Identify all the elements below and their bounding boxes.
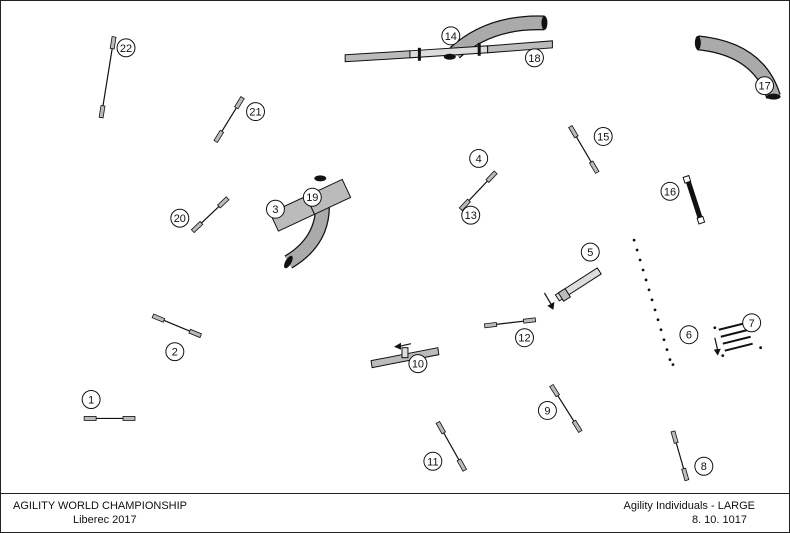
- obstacle-number-text: 19: [306, 192, 318, 204]
- obstacle-number-text: 21: [249, 107, 261, 119]
- obstacle-number-10: 10: [408, 354, 428, 374]
- event-name: AGILITY WORLD CHAMPIONSHIP: [13, 500, 187, 512]
- obstacle-number-text: 16: [664, 186, 676, 198]
- obstacle-number-2: 2: [165, 342, 185, 362]
- obstacle-number-text: 15: [597, 131, 609, 143]
- obstacle-number-13: 13: [461, 205, 481, 225]
- dogwalk-18: [344, 40, 553, 63]
- obstacle-number-text: 8: [701, 461, 707, 473]
- obstacle-number-5: 5: [580, 242, 600, 262]
- event-place: Liberec 2017: [73, 514, 137, 526]
- hurdle: [483, 317, 537, 329]
- obstacle-number-11: 11: [423, 451, 443, 471]
- obstacle-number-text: 1: [88, 394, 94, 406]
- obstacle-number-text: 7: [749, 318, 755, 330]
- obstacle-number-16: 16: [660, 181, 680, 201]
- hurdle: [549, 383, 583, 433]
- hurdle: [83, 416, 136, 421]
- obstacle-number-15: 15: [593, 127, 613, 146]
- hurdle: [190, 196, 230, 234]
- long-jump-7: [713, 318, 763, 358]
- class-name: Agility Individuals - LARGE: [623, 500, 755, 512]
- hurdles-layer: [83, 36, 690, 482]
- hurdle: [213, 96, 245, 144]
- obstacle-number-9: 9: [537, 400, 557, 420]
- seesaw-5: [543, 267, 602, 310]
- obstacle-number-17: 17: [755, 76, 775, 96]
- hurdle: [568, 124, 600, 174]
- obstacle-number-text: 5: [587, 247, 593, 259]
- obstacle-number-14: 14: [441, 26, 461, 46]
- obstacle-number-6: 6: [679, 325, 699, 345]
- obstacle-number-text: 11: [427, 456, 438, 468]
- obstacle-number-12: 12: [515, 328, 534, 348]
- obstacle-number-19: 19: [302, 187, 322, 207]
- obstacle-number-18: 18: [525, 48, 544, 68]
- obstacle-number-7: 7: [742, 313, 762, 333]
- obstacle-number-text: 18: [528, 53, 540, 65]
- obstacle-number-text: 2: [172, 347, 178, 359]
- obstacle-number-text: 17: [759, 81, 771, 93]
- hurdle: [151, 313, 203, 339]
- event-date: 8. 10. 1017: [691, 514, 747, 526]
- obstacle-number-4: 4: [469, 148, 489, 168]
- obstacle-number-text: 13: [465, 210, 477, 222]
- obstacle-number-3: 3: [265, 199, 285, 219]
- obstacle-number-8: 8: [694, 456, 714, 476]
- hurdle: [670, 430, 690, 482]
- obstacle-number-22: 22: [116, 38, 136, 58]
- obstacle-number-text: 22: [120, 43, 132, 55]
- obstacle-number-1: 1: [81, 390, 101, 409]
- obstacle-number-text: 10: [412, 359, 424, 371]
- seesaw-10: [370, 342, 440, 369]
- obstacle-number-text: 4: [476, 153, 482, 165]
- hurdle: [98, 36, 117, 119]
- obstacle-number-text: 6: [686, 330, 692, 342]
- obstacle-number-text: 20: [174, 213, 186, 225]
- hurdle: [435, 420, 468, 472]
- obstacle-number-20: 20: [170, 208, 190, 228]
- course-footer: AGILITY WORLD CHAMPIONSHIP Liberec 2017 …: [0, 493, 790, 533]
- obstacle-number-text: 12: [518, 333, 530, 345]
- weave-poles-6: [632, 238, 675, 367]
- obstacle-number-text: 14: [445, 31, 457, 43]
- hurdle: [458, 170, 498, 212]
- obstacle-number-text: 9: [544, 405, 550, 417]
- obstacle-number-21: 21: [246, 102, 265, 122]
- tyre-16: [682, 174, 706, 225]
- obstacle-number-text: 3: [272, 204, 278, 216]
